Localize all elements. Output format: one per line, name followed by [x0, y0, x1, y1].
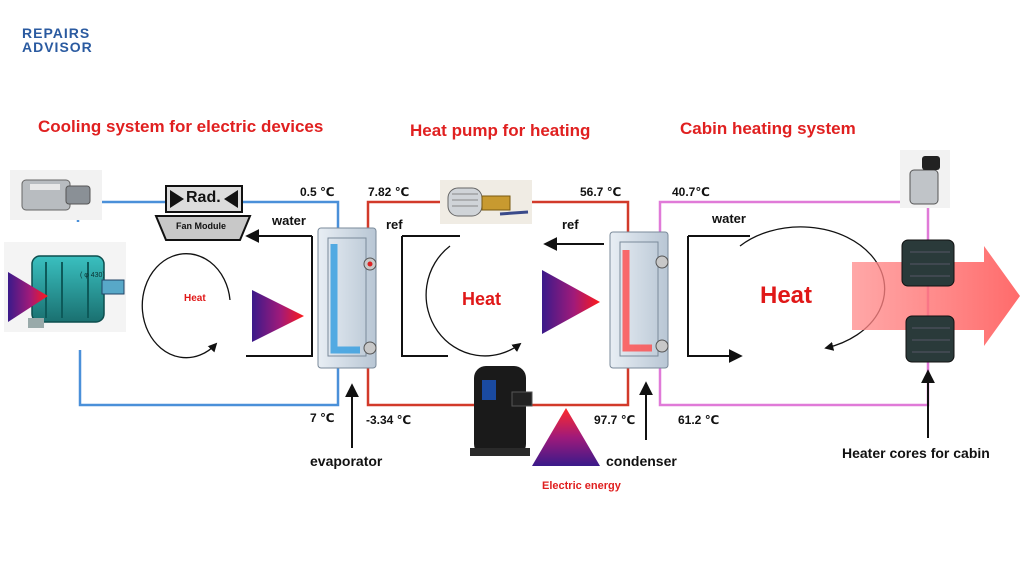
compressor-image [470, 366, 533, 456]
section-title-cooling: Cooling system for electric devices [38, 117, 324, 136]
heatpump-heat-arrow [542, 270, 600, 334]
brand-logo: REPAIRS ADVISOR [22, 26, 93, 54]
temp-cooling-top: 0.5 ℃ [300, 185, 335, 199]
motor-mark-label: ( φ 430) [80, 272, 105, 279]
cooling-heat-cycle-arrow [141, 253, 231, 359]
logo-line-2: ADVISOR [22, 39, 93, 55]
fan-module-label: Fan Module [176, 221, 226, 231]
radiator-label: Rad. [186, 189, 221, 206]
heat-label-cabin: Heat [760, 282, 813, 309]
electric-energy-arrow [532, 408, 600, 466]
temp-cabin-bottom: 61.2 ℃ [678, 413, 720, 427]
electric-energy-label: Electric energy [542, 480, 621, 492]
evaporator-image [317, 227, 377, 369]
label-ref-right: ref [562, 217, 579, 232]
ref-flow-bracket-left-side [401, 236, 448, 357]
temp-evap-out: 7.82 ℃ [368, 185, 410, 199]
condenser-image [609, 231, 669, 369]
label-water-cabin: water [712, 211, 746, 226]
section-title-heatpump: Heat pump for heating [410, 121, 591, 140]
evaporator-label: evaporator [310, 453, 383, 469]
temp-cond-out: 97.7 ℃ [594, 413, 636, 427]
cooling-heat-arrow [252, 290, 304, 342]
temp-cooling-bottom: 7 ℃ [310, 411, 335, 425]
heater-cores-label: Heater cores for cabin [842, 445, 990, 461]
temp-cond-in: 56.7 ℃ [580, 185, 622, 199]
heater-cores-image [901, 239, 955, 363]
temp-cabin-top: 40.7℃ [672, 185, 710, 199]
cabin-heat-output-arrow [852, 246, 1020, 346]
heat-label-cooling: Heat [184, 293, 206, 304]
expansion-valve-image [440, 180, 532, 224]
cabin-pump-image [900, 150, 950, 208]
coolant-pump-image [10, 170, 102, 220]
heatpump-heat-cycle-arrow [425, 245, 522, 357]
label-water-cooling: water [272, 213, 306, 228]
motor-heat-arrow [8, 272, 48, 322]
cooling-flow-bracket-side [246, 236, 313, 357]
temp-evap-in: -3.34 ℃ [366, 413, 412, 427]
heat-label-heatpump: Heat [462, 289, 502, 309]
condenser-label: condenser [606, 453, 677, 469]
cabin-flow-bracket-side [687, 236, 743, 363]
radiator-fan-module [154, 185, 252, 241]
label-ref-left: ref [386, 217, 403, 232]
section-title-cabin: Cabin heating system [680, 119, 856, 138]
logo-line-1: REPAIRS [22, 25, 91, 41]
